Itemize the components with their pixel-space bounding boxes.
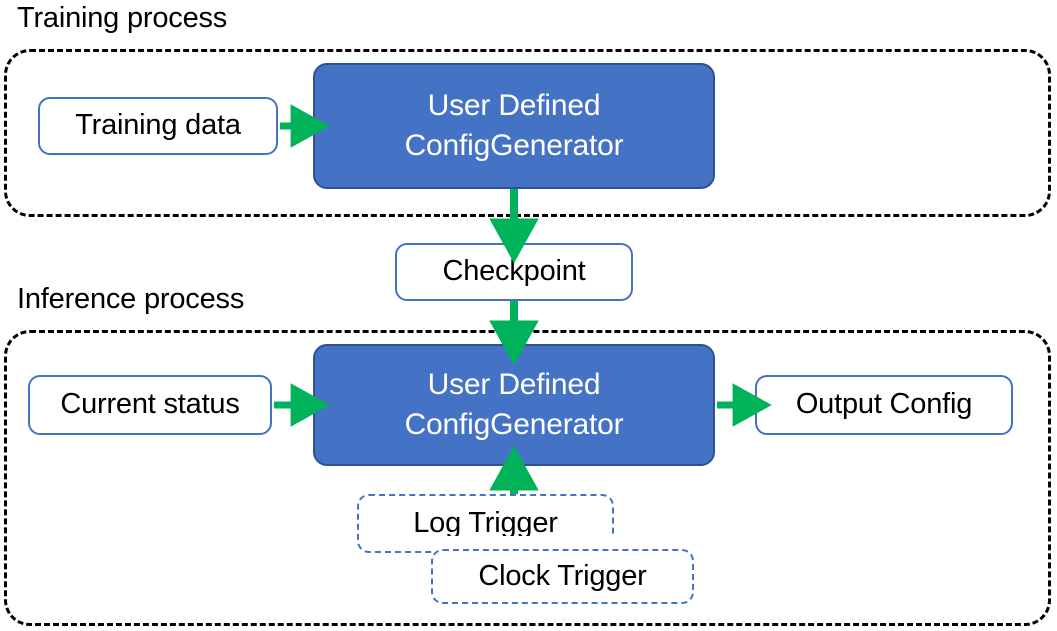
node-clock-trigger[interactable]: Clock Trigger	[431, 549, 694, 604]
node-label-line2: ConfigGenerator	[404, 129, 624, 162]
node-label-line2: ConfigGenerator	[404, 408, 624, 441]
training-process-container	[4, 49, 1051, 217]
inference-process-caption: Inference process	[17, 283, 245, 315]
node-user-defined-configgenerator-inference[interactable]: User Defined ConfigGenerator	[313, 344, 715, 466]
node-current-status[interactable]: Current status	[28, 375, 272, 435]
node-label-line1: User Defined	[427, 89, 601, 123]
node-user-defined-configgenerator-training[interactable]: User Defined ConfigGenerator	[313, 63, 715, 189]
node-label-line1: User Defined	[427, 368, 601, 402]
node-training-data[interactable]: Training data	[38, 97, 278, 155]
node-checkpoint[interactable]: Checkpoint	[395, 243, 633, 301]
node-output-config[interactable]: Output Config	[755, 375, 1013, 435]
training-process-caption: Training process	[17, 2, 228, 34]
